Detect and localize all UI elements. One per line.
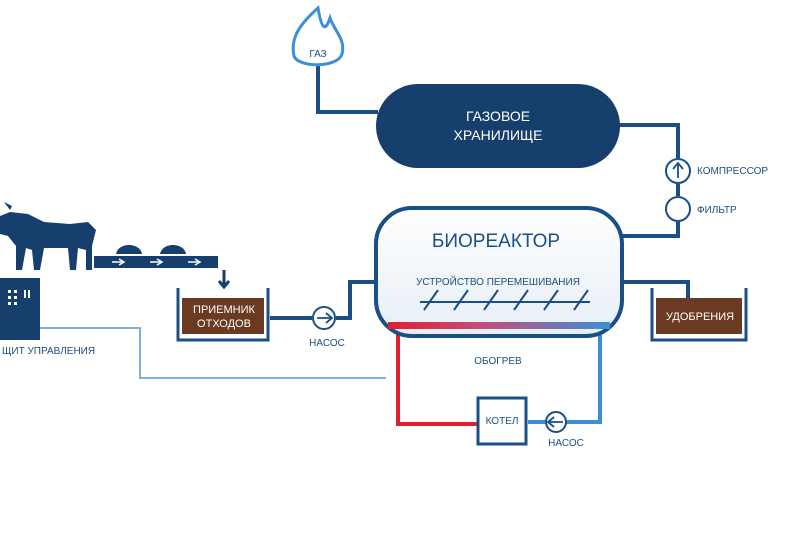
filter-label: ФИЛЬТР — [697, 205, 737, 216]
waste-pipes — [270, 280, 690, 320]
pump-to-reactor-pipe — [336, 280, 378, 320]
heating-label: ОБОГРЕВ — [474, 356, 522, 367]
hot-pipe — [396, 334, 478, 426]
mixer-label: УСТРОЙСТВО ПЕРЕМЕШИВАНИЯ — [416, 275, 580, 288]
mixer-shaft — [420, 289, 590, 311]
filter: ФИЛЬТР — [665, 196, 737, 222]
gas-to-storage-pipe — [316, 62, 378, 114]
main-pump-label: НАСОС — [309, 338, 345, 349]
waste-label-line1: ПРИЕМНИК — [193, 304, 255, 316]
storage-to-compressor-pipe — [618, 123, 680, 158]
boiler-label: КОТЕЛ — [486, 416, 519, 427]
storage-label-line1: ГАЗОВОЕ — [466, 108, 530, 124]
gas-pipes — [316, 62, 680, 238]
main-pump: НАСОС — [309, 306, 345, 349]
heating-pump: НАСОС — [545, 411, 584, 449]
control-label: ЩИТ УПРАВЛЕНИЯ — [2, 346, 95, 357]
cold-pipe — [566, 334, 602, 424]
gas-label: ГАЗ — [309, 49, 326, 60]
manure-conveyor — [94, 245, 231, 290]
flame-icon: ГАЗ — [291, 5, 345, 67]
bioreactor: БИОРЕАКТОР УСТРОЙСТВО ПЕРЕМЕШИВАНИЯ — [374, 206, 624, 338]
fertilizer-label: УДОБРЕНИЯ — [666, 311, 734, 323]
heating-pump-label: НАСОС — [548, 438, 584, 449]
heating-loop — [396, 334, 602, 426]
boiler: КОТЕЛ — [476, 396, 528, 446]
arrow-left-icon — [546, 416, 563, 428]
control-panel: ЩИТ УПРАВЛЕНИЯ — [0, 278, 95, 357]
waste-receiver: ПРИЕМНИК ОТХОДОВ — [176, 288, 270, 342]
reactor-to-fertilizer-pipe — [622, 280, 690, 300]
compressor-label: КОМПРЕССОР — [697, 166, 768, 177]
storage-label-line2: ХРАНИЛИЩЕ — [454, 127, 543, 143]
compressor: КОМПРЕССОР — [665, 158, 768, 184]
control-cable — [40, 327, 386, 379]
cow-icon — [0, 202, 96, 270]
fertilizer-tank: УДОБРЕНИЯ — [650, 288, 748, 342]
arrow-right-icon — [317, 312, 334, 324]
bioreactor-title: БИОРЕАКТОР — [432, 231, 560, 252]
heating-coil — [388, 322, 610, 329]
filter-to-reactor-pipe — [622, 222, 680, 238]
arrow-up-icon — [672, 161, 684, 178]
waste-label-line2: ОТХОДОВ — [197, 318, 251, 330]
gas-storage: ГАЗОВОЕ ХРАНИЛИЩЕ — [376, 84, 620, 168]
